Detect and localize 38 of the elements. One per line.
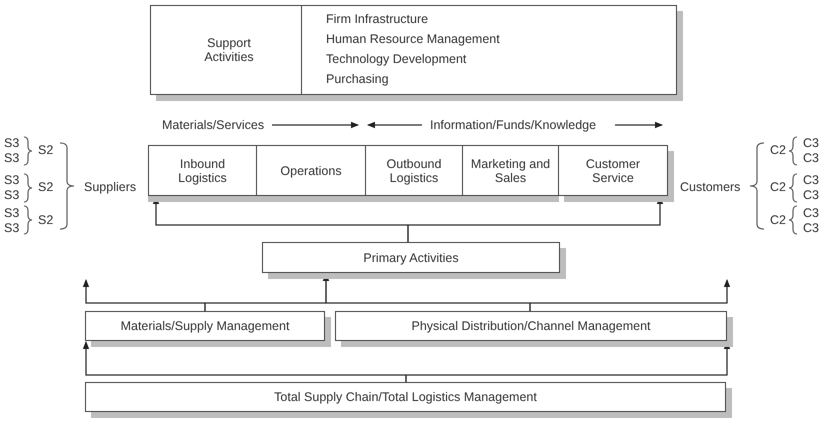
chain-label: Customers <box>680 180 740 194</box>
chain-label: S3 <box>4 188 20 202</box>
chain-label: S2 <box>38 213 54 227</box>
chain-label: Suppliers <box>84 180 136 194</box>
chain-label: S3 <box>4 136 20 150</box>
flow-label: Information/Funds/Knowledge <box>430 118 596 132</box>
chain-label: C2 <box>770 143 786 157</box>
chain-label: S3 <box>4 206 20 220</box>
box-label: Outbound Logistics <box>386 156 442 184</box>
chain-label: C3 <box>803 151 819 165</box>
box-label: Physical Distribution/Channel Management <box>410 319 652 333</box>
chain-label: S2 <box>38 143 54 157</box>
chain-label: C3 <box>803 136 819 150</box>
chain-label: S2 <box>38 180 54 194</box>
box-label: Marketing and Sales <box>470 156 552 184</box>
box-label: Customer Service <box>584 156 642 184</box>
box-label: Primary Activities <box>362 250 460 264</box>
box-label: Operations <box>279 164 343 178</box>
chain-label: C3 <box>803 173 819 187</box>
chain-label: C3 <box>803 221 819 235</box>
activity-item: Technology Development <box>326 52 466 66</box>
box-label: Materials/Supply Management <box>120 319 290 333</box>
chain-label: C3 <box>803 188 819 202</box>
chain-label: S3 <box>4 173 20 187</box>
chain-label: S3 <box>4 221 20 235</box>
activity-item: Firm Infrastructure <box>326 12 428 26</box>
activity-item: Purchasing <box>326 72 389 86</box>
arrow <box>82 279 206 311</box>
box-heading: Support Activities <box>203 36 255 64</box>
chain-label: C2 <box>770 213 786 227</box>
box-label: Inbound Logistics <box>177 156 228 184</box>
chain-label: C2 <box>770 180 786 194</box>
chain-label: C3 <box>803 206 819 220</box>
activity-item: Human Resource Management <box>326 32 500 46</box>
flow-label: Materials/Services <box>162 118 264 132</box>
arrow <box>529 279 730 311</box>
chain-label: S3 <box>4 151 20 165</box>
box-label: Total Supply Chain/Total Logistics Management <box>273 390 538 404</box>
